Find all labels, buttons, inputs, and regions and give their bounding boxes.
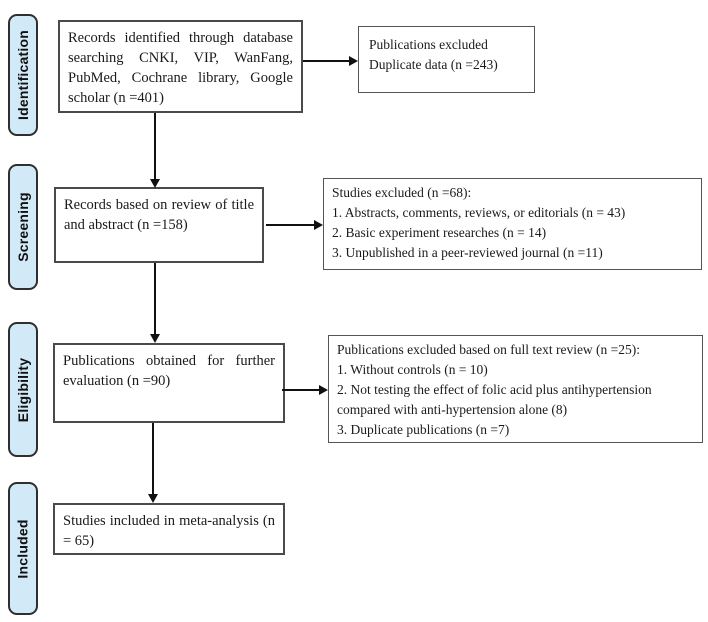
box-studies-included: Studies included in meta-analysis (n = 6… xyxy=(53,503,285,555)
fulltext-excluded-line: 1. Without controls (n = 10) xyxy=(337,362,488,377)
arrowhead-down-icon xyxy=(148,494,158,503)
box-publications-evaluated: Publications obtained for further evalua… xyxy=(53,343,285,423)
arrow-line-to-fulltext-excluded xyxy=(282,389,320,391)
arrow-line-to-duplicates-excluded xyxy=(303,60,350,62)
stage-included-label: Included xyxy=(15,518,32,579)
fulltext-excluded-line: 2. Not testing the effect of folic acid … xyxy=(337,382,652,417)
box-excluded-duplicates: Publications excluded Duplicate data (n … xyxy=(358,26,535,93)
arrow-line-screening-to-eligibility xyxy=(154,263,156,335)
box-fulltext-excluded: Publications excluded based on full text… xyxy=(328,335,703,443)
studies-excluded-line: 1. Abstracts, comments, reviews, or edit… xyxy=(332,205,626,220)
stage-eligibility: Eligibility xyxy=(8,322,38,457)
stage-included: Included xyxy=(8,482,38,615)
box-records-identified: Records identified through database sear… xyxy=(58,20,303,113)
arrowhead-down-icon xyxy=(150,334,160,343)
stage-screening-label: Screening xyxy=(15,192,31,262)
stage-eligibility-label: Eligibility xyxy=(15,357,31,422)
stage-identification: Identification xyxy=(8,14,38,136)
studies-excluded-line: 2. Basic experiment researches (n = 14) xyxy=(332,225,547,240)
stage-screening: Screening xyxy=(8,164,38,290)
box-studies-excluded: Studies excluded (n =68): 1. Abstracts, … xyxy=(323,178,702,270)
fulltext-excluded-line: 3. Duplicate publications (n =7) xyxy=(337,422,510,437)
stage-identification-label: Identification xyxy=(15,30,32,120)
arrowhead-down-icon xyxy=(150,179,160,188)
arrowhead-right-icon xyxy=(349,56,358,66)
arrow-line-eligibility-to-included xyxy=(152,423,154,495)
excluded-duplicates-line: Publications excluded xyxy=(369,37,488,52)
studies-excluded-line: 3. Unpublished in a peer-reviewed journa… xyxy=(332,245,603,260)
studies-excluded-line: Studies excluded (n =68): xyxy=(332,185,472,200)
arrow-line-identification-to-screening xyxy=(154,113,156,180)
arrowhead-right-icon xyxy=(319,385,328,395)
arrowhead-right-icon xyxy=(314,220,323,230)
excluded-duplicates-line: Duplicate data (n =243) xyxy=(369,57,498,72)
fulltext-excluded-line: Publications excluded based on full text… xyxy=(337,342,641,357)
arrow-line-to-studies-excluded xyxy=(266,224,315,226)
box-records-reviewed: Records based on review of title and abs… xyxy=(54,187,264,263)
